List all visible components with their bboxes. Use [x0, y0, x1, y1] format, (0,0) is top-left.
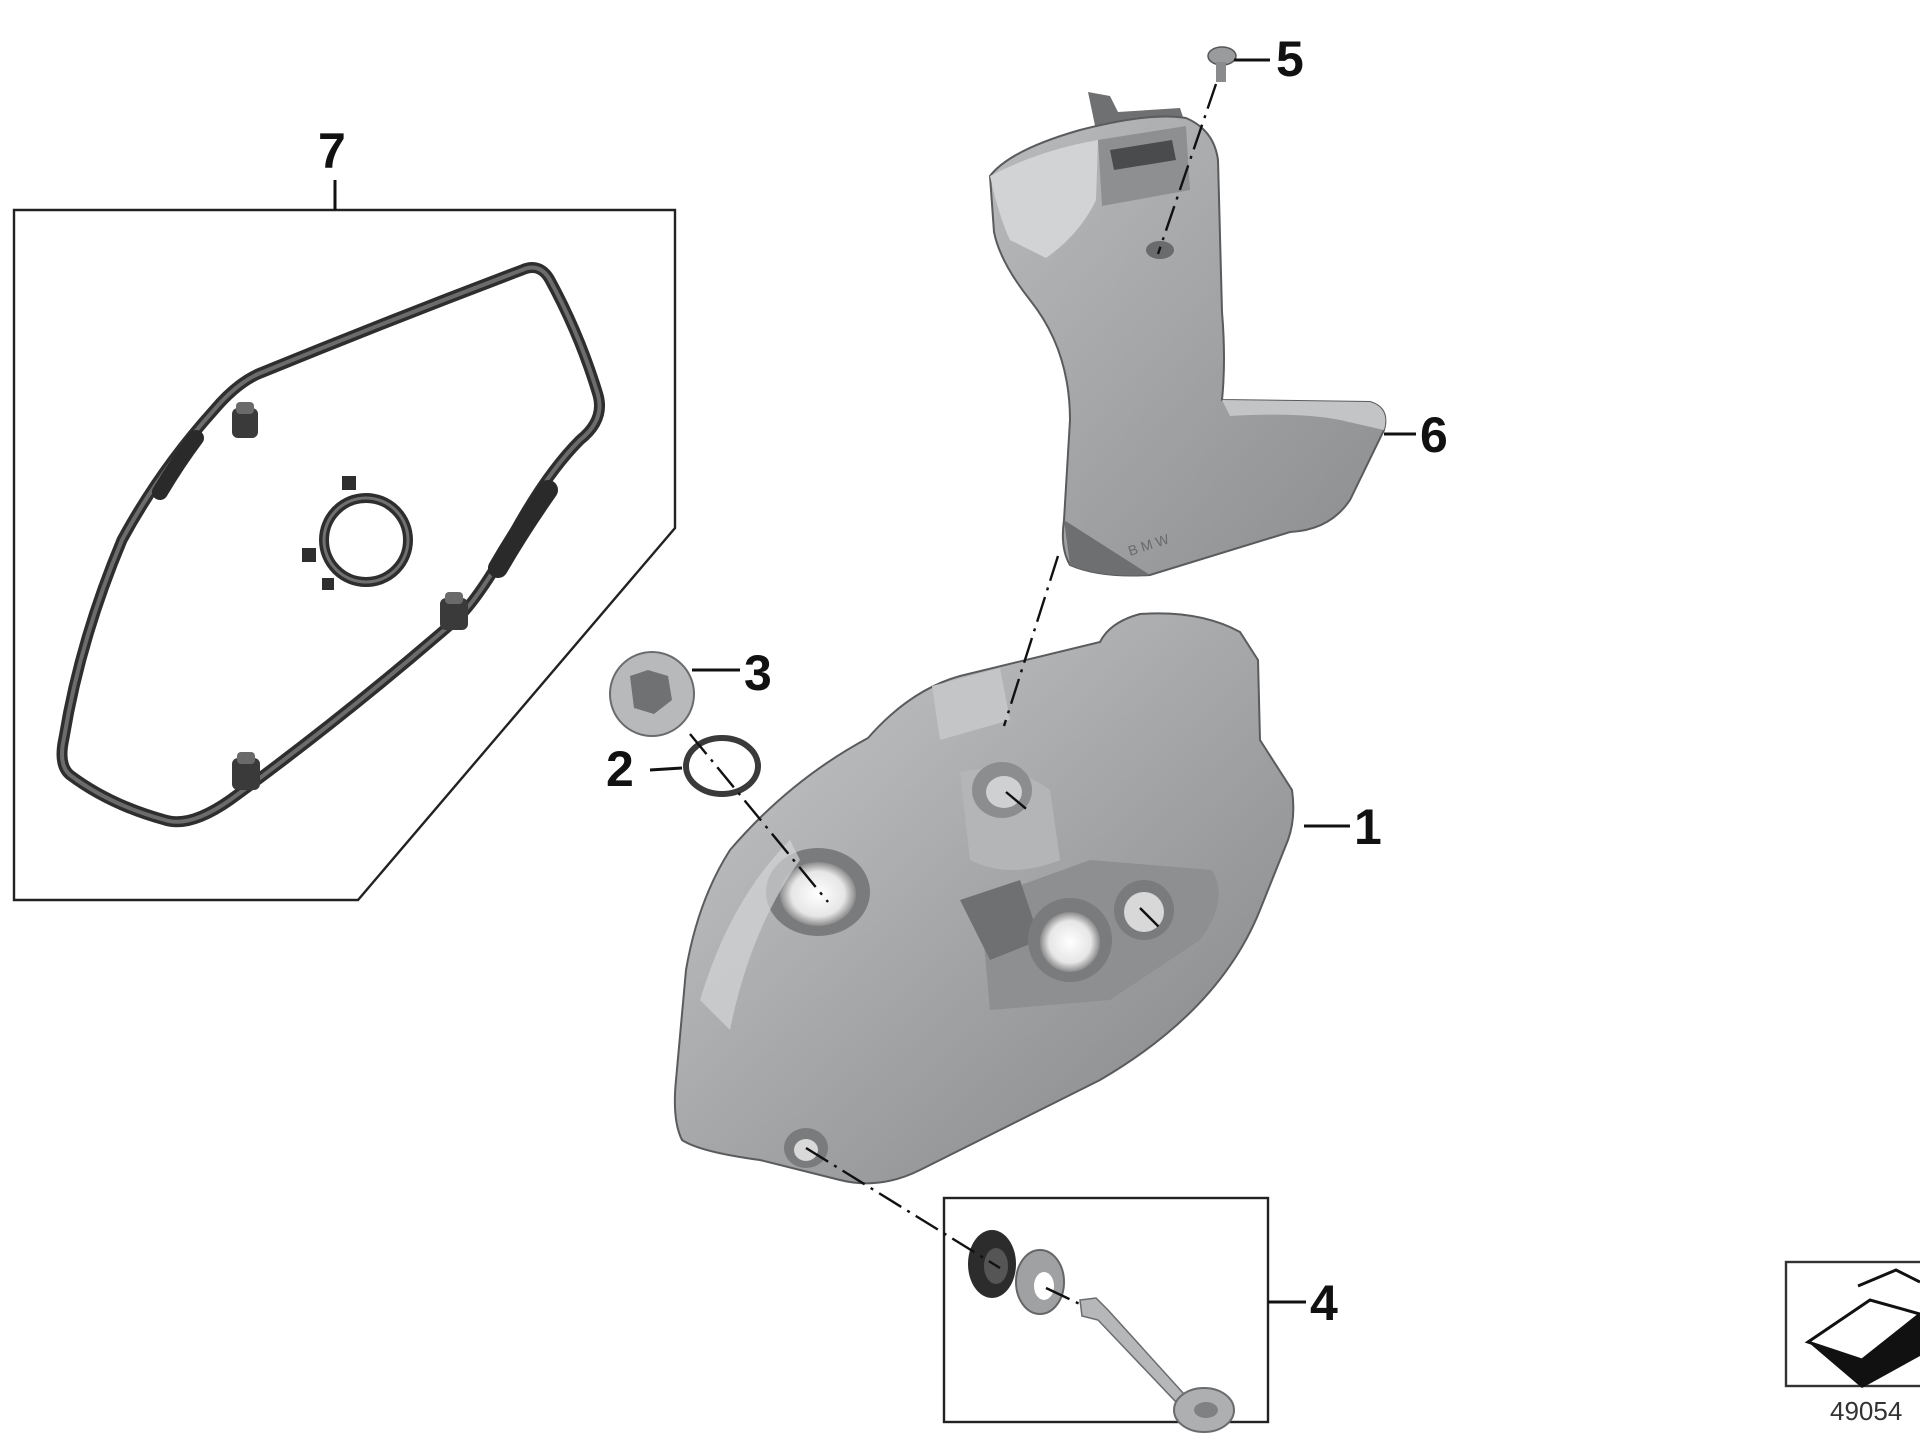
small-screw-icon [1207, 46, 1237, 82]
screw-kit-group [942, 1196, 1270, 1433]
gasket-set-group [12, 180, 677, 902]
callout-5: 5 [1276, 31, 1304, 87]
callout-7: 7 [318, 123, 346, 179]
callout-2: 2 [606, 741, 634, 797]
protective-cover-icon: B M W [988, 92, 1387, 577]
gasket-grommet [232, 752, 260, 790]
o-ring-icon [683, 735, 761, 797]
callout-1: 1 [1354, 799, 1382, 855]
reference-number: 49054 [1830, 1396, 1902, 1426]
callout-6: 6 [1420, 407, 1448, 463]
gasket-grommet [440, 592, 468, 630]
engine-cover-body-icon [673, 612, 1295, 1185]
gasket-grommet [232, 402, 258, 438]
plug-seal-ring-icon [302, 476, 413, 590]
assembly-lines [689, 83, 1218, 1308]
plug-cap-icon [609, 651, 695, 737]
callout-4: 4 [1310, 1275, 1338, 1331]
gasket-set-frame [12, 208, 677, 902]
callout-leaders [649, 58, 1416, 1304]
reference-box: 49054 [1784, 1260, 1920, 1426]
washer-icon [1015, 1249, 1065, 1315]
reference-arrow-icon [1804, 1268, 1920, 1388]
screw-kit-frame [942, 1196, 1270, 1424]
bolt-icon [1079, 1297, 1235, 1433]
callout-3: 3 [744, 645, 772, 701]
